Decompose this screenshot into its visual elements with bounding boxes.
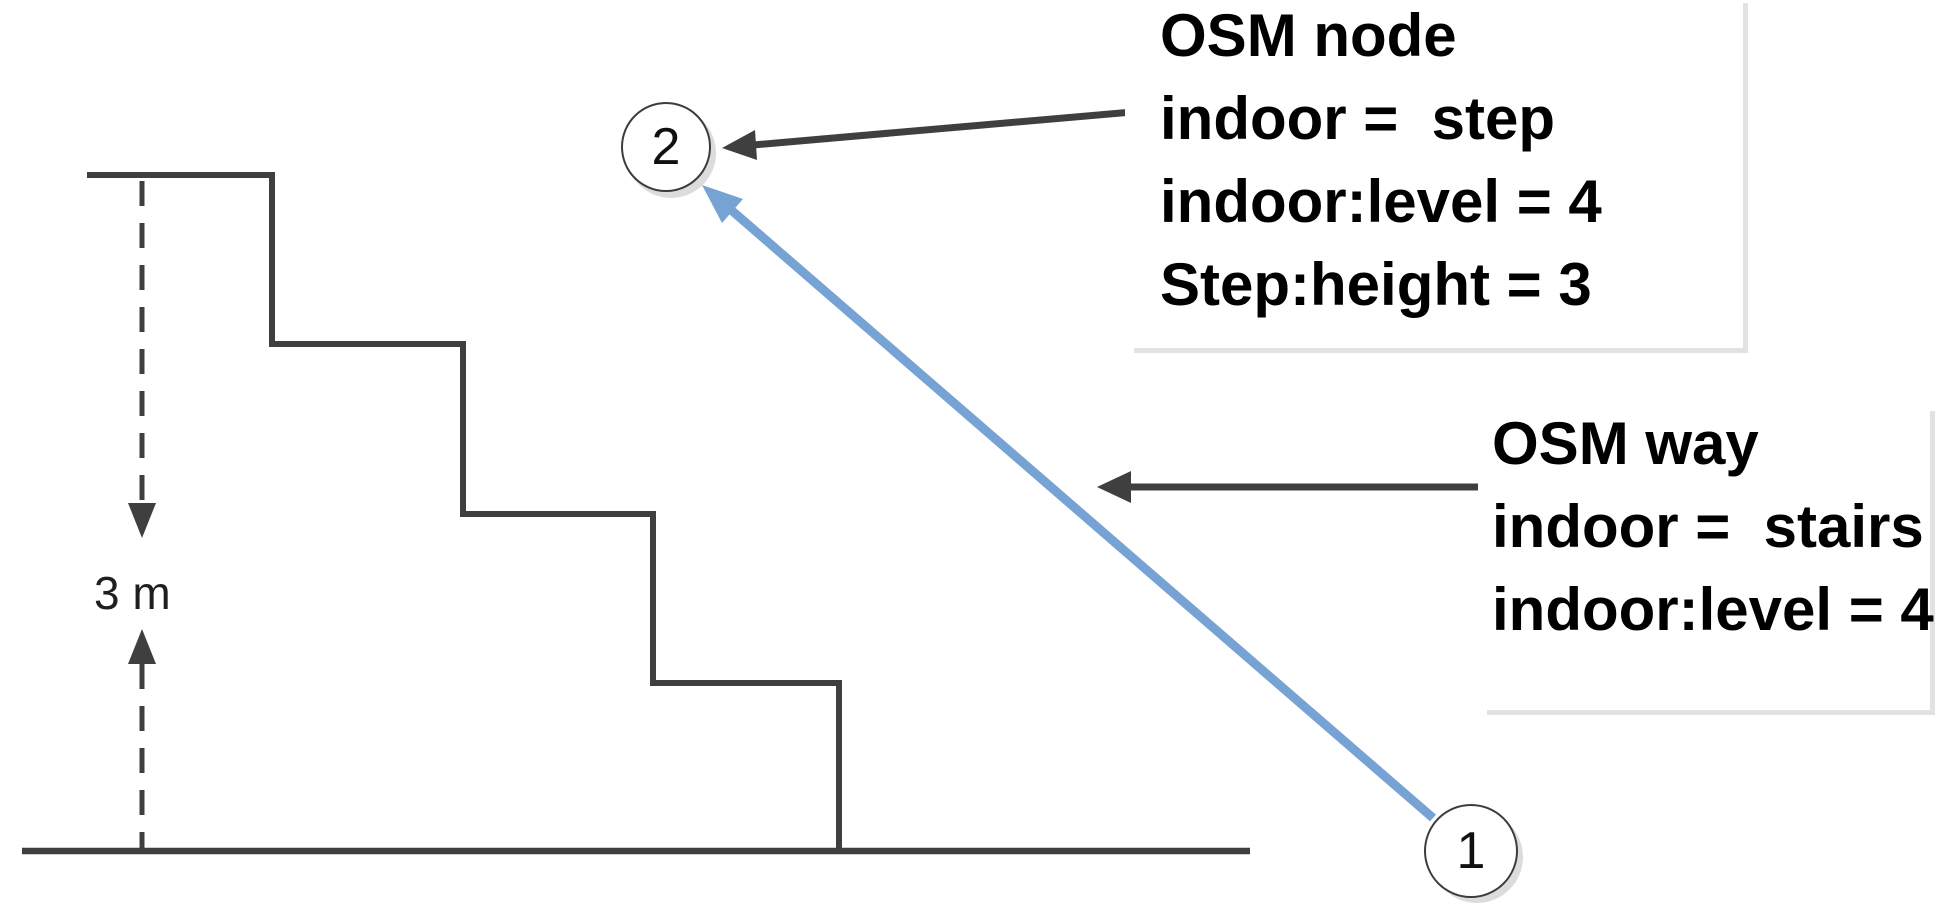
way-line-shaft: [727, 205, 1436, 822]
height-dimension: [128, 181, 156, 849]
way-arrowhead-icon: [702, 185, 743, 223]
height-dimension-label: 3 m: [94, 567, 171, 619]
osm-way-tag-box: OSM way indoor = stairs indoor:level = 4: [1478, 402, 1934, 710]
node-1-circle: [1424, 804, 1518, 898]
staircase-outline: [87, 172, 842, 851]
node-marker-2: [621, 102, 716, 198]
left-arrowhead-icon: [1097, 471, 1131, 503]
down-arrowhead-icon: [128, 503, 156, 538]
node-1-label: 1: [1456, 822, 1486, 880]
tag-line: indoor = step: [1160, 85, 1556, 152]
tag-line: OSM way: [1492, 410, 1759, 477]
tag-line: indoor:level = 4: [1160, 168, 1602, 235]
tag-line: Step:height = 3: [1160, 251, 1592, 318]
tag-line: indoor = stairs: [1492, 493, 1924, 560]
node-2-circle: [621, 102, 711, 192]
node-2-label: 2: [651, 118, 681, 176]
osm-node-tag-box: OSM node indoor = step indoor:level = 4 …: [1125, 0, 1743, 348]
node-marker-1: [1424, 804, 1523, 903]
left-arrowhead-icon: [722, 130, 757, 160]
up-arrowhead-icon: [128, 629, 156, 664]
tag-line: indoor:level = 4: [1492, 576, 1934, 643]
way-callout-arrow: [1097, 471, 1480, 503]
node-callout-shaft: [752, 106, 1156, 149]
node-callout-arrow: [722, 106, 1156, 160]
way-line-blue: [702, 185, 1436, 822]
tag-line: OSM node: [1160, 2, 1457, 69]
